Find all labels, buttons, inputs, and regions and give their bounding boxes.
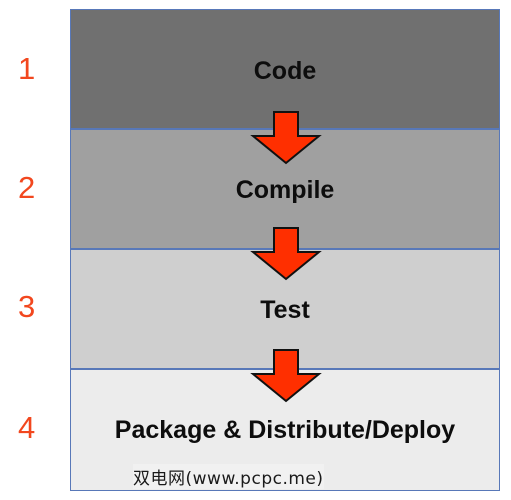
- down-arrow-icon-1: [250, 111, 322, 165]
- stage-label-compile: Compile: [235, 176, 335, 204]
- step-number-2: 2: [18, 170, 36, 205]
- down-arrow-icon-2: [250, 227, 322, 281]
- stage-label-package-deploy: Package & Distribute/Deploy: [114, 416, 456, 444]
- step-number-1: 1: [18, 51, 36, 86]
- stage-label-code: Code: [253, 57, 317, 85]
- stage-box-code: Code: [70, 9, 500, 129]
- down-arrow-icon-3: [250, 349, 322, 403]
- stage-label-test: Test: [260, 296, 310, 324]
- step-number-3: 3: [18, 289, 36, 324]
- step-number-4: 4: [18, 410, 36, 445]
- watermark: 双电网(www.pcpc.me): [133, 464, 324, 489]
